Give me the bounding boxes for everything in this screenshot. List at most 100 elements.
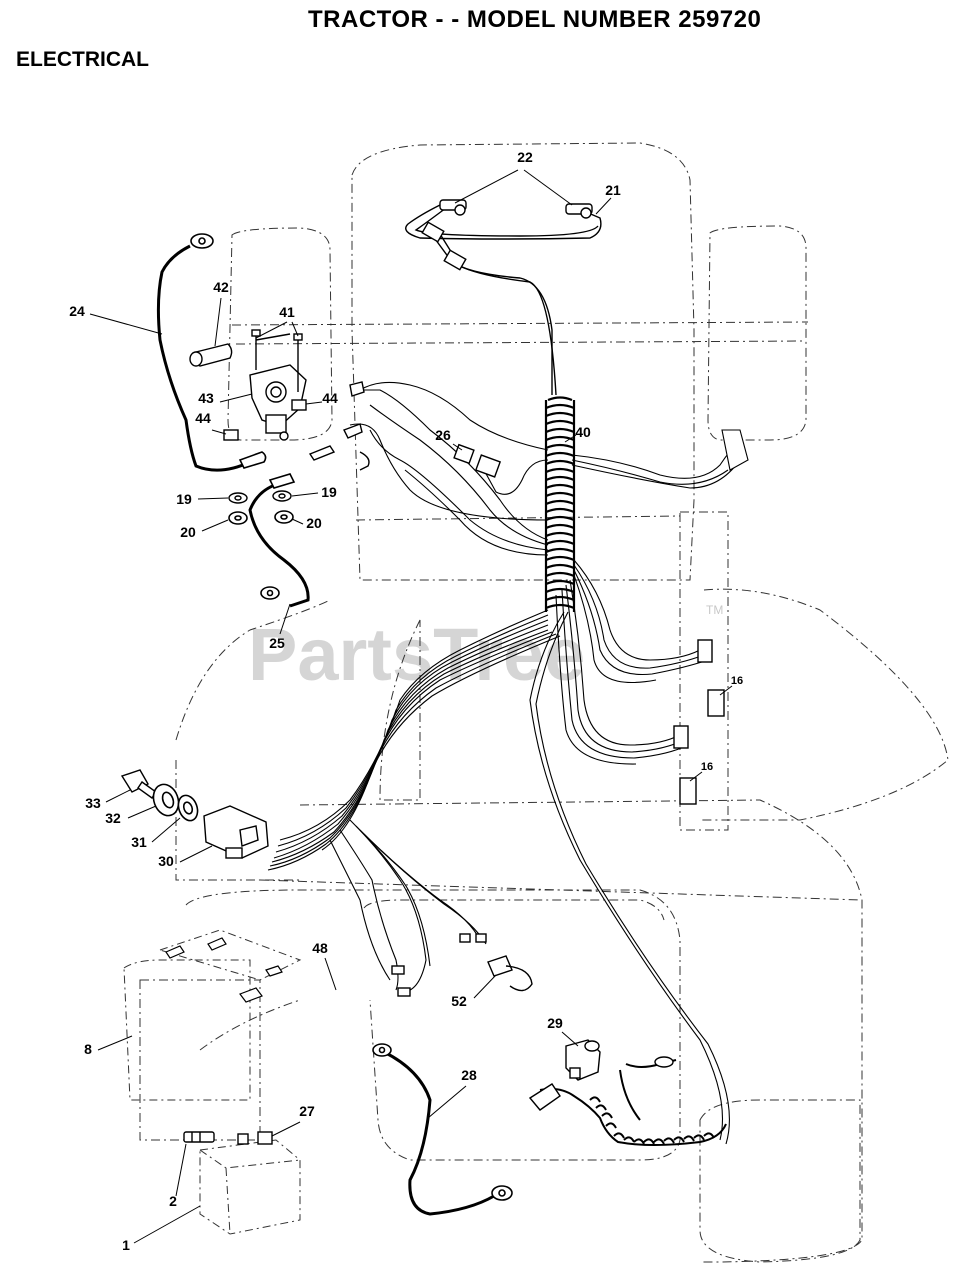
solenoid-nut-44 bbox=[223, 399, 307, 441]
front-axle-lower bbox=[235, 340, 807, 345]
callout-43: 43 bbox=[198, 390, 214, 406]
solenoid-bolts-41 bbox=[251, 329, 303, 392]
front-wheel-right bbox=[707, 225, 807, 441]
callout-44: 44 bbox=[322, 390, 338, 406]
front-axle bbox=[231, 321, 809, 326]
callout-42: 42 bbox=[213, 279, 229, 295]
leader-1 bbox=[133, 1205, 201, 1244]
headlight-bulb-right bbox=[565, 203, 593, 219]
leader-29 bbox=[561, 1031, 579, 1047]
plug-29 bbox=[528, 1056, 674, 1111]
rear-box bbox=[363, 899, 665, 921]
cable-28-terminals bbox=[372, 1043, 513, 1201]
cable-25-terminals bbox=[260, 473, 296, 600]
callout-48: 48 bbox=[312, 940, 328, 956]
leader-21 bbox=[595, 197, 612, 215]
callout-22: 22 bbox=[517, 149, 533, 165]
callout-20: 20 bbox=[306, 515, 322, 531]
nuts-20 bbox=[228, 510, 294, 525]
callout-16: 16 bbox=[731, 675, 743, 687]
clip-52 bbox=[487, 955, 533, 992]
solenoid-side-connectors bbox=[308, 381, 370, 471]
relay-26 bbox=[453, 443, 502, 478]
leader-25 bbox=[279, 603, 291, 635]
callout-40: 40 bbox=[575, 424, 591, 440]
leader-32 bbox=[127, 805, 157, 819]
rear-wheel-left bbox=[699, 1099, 861, 1263]
leader-40 bbox=[564, 434, 577, 443]
leader-33 bbox=[105, 789, 131, 803]
leader-48 bbox=[324, 957, 337, 991]
starter-solenoid bbox=[249, 364, 307, 441]
leader-2 bbox=[175, 1143, 187, 1197]
connectors-48 bbox=[391, 933, 487, 997]
headlight-harness bbox=[405, 204, 602, 396]
rear-fender-right bbox=[700, 588, 949, 821]
seat-deck bbox=[299, 799, 863, 1263]
rear-wheel-right-box bbox=[679, 511, 729, 831]
callout-33: 33 bbox=[85, 795, 101, 811]
leader-43 bbox=[219, 393, 253, 403]
leader-41 bbox=[255, 321, 288, 339]
leader-41b bbox=[291, 321, 299, 337]
callout-19: 19 bbox=[321, 484, 337, 500]
starter-cable-25 bbox=[248, 482, 310, 608]
leader-20b bbox=[291, 518, 304, 525]
left-rear-panel bbox=[175, 760, 300, 881]
cable-24-terminals bbox=[190, 233, 267, 469]
callout-2: 2 bbox=[169, 1193, 177, 1209]
fuse-holder-42 bbox=[189, 343, 233, 367]
leader-16b bbox=[689, 771, 703, 782]
leader-8 bbox=[97, 1035, 133, 1051]
callout-26: 26 bbox=[435, 427, 451, 443]
callout-31: 31 bbox=[131, 834, 147, 850]
coiled-lead bbox=[539, 1059, 727, 1146]
leader-24 bbox=[89, 313, 163, 335]
callout-41: 41 bbox=[279, 304, 295, 320]
interlock-switch-29 bbox=[565, 1039, 601, 1081]
leader-19a bbox=[197, 497, 229, 500]
frame-body bbox=[379, 619, 421, 801]
engine-block-8 bbox=[123, 929, 302, 1101]
callout-44: 44 bbox=[195, 410, 211, 426]
left-fender bbox=[175, 599, 331, 741]
callout-20: 20 bbox=[180, 524, 196, 540]
ignition-bezel-32 bbox=[152, 783, 180, 817]
wire-bundle bbox=[267, 381, 749, 1145]
rear-axle bbox=[259, 879, 861, 901]
leader-27 bbox=[271, 1121, 301, 1137]
leader-44a bbox=[211, 429, 227, 435]
leader-42 bbox=[214, 297, 222, 347]
callout-1: 1 bbox=[122, 1237, 130, 1253]
engine-block bbox=[139, 979, 261, 1141]
tractor-outline bbox=[139, 142, 949, 1263]
watermark-trademark: TM bbox=[706, 603, 723, 617]
callout-21: 21 bbox=[605, 182, 621, 198]
leader-16a bbox=[719, 685, 733, 696]
leader-26 bbox=[452, 443, 463, 451]
switch-connectors-16 bbox=[673, 639, 725, 805]
ignition-nut-31 bbox=[177, 794, 199, 822]
callout-52: 52 bbox=[451, 993, 467, 1009]
battery-terminal-27 bbox=[237, 1131, 273, 1145]
leader-19b bbox=[291, 492, 319, 497]
leader-22b bbox=[523, 169, 573, 206]
callout-32: 32 bbox=[105, 810, 121, 826]
leader-44b bbox=[305, 401, 323, 405]
leader-20a bbox=[201, 519, 229, 532]
ignition-switch-30 bbox=[203, 805, 269, 859]
frame-rail bbox=[355, 515, 681, 521]
leader-52 bbox=[473, 974, 497, 999]
callout-30: 30 bbox=[158, 853, 174, 869]
callout-19: 19 bbox=[176, 491, 192, 507]
hood-outline bbox=[351, 142, 695, 581]
washers-19 bbox=[228, 490, 292, 504]
leader-22a bbox=[454, 169, 519, 204]
engine-deck-marks bbox=[165, 937, 283, 1003]
engine-shroud bbox=[199, 999, 301, 1051]
harness-loom bbox=[544, 396, 576, 612]
battery-1 bbox=[199, 1139, 301, 1235]
section-label: ELECTRICAL bbox=[16, 48, 149, 71]
